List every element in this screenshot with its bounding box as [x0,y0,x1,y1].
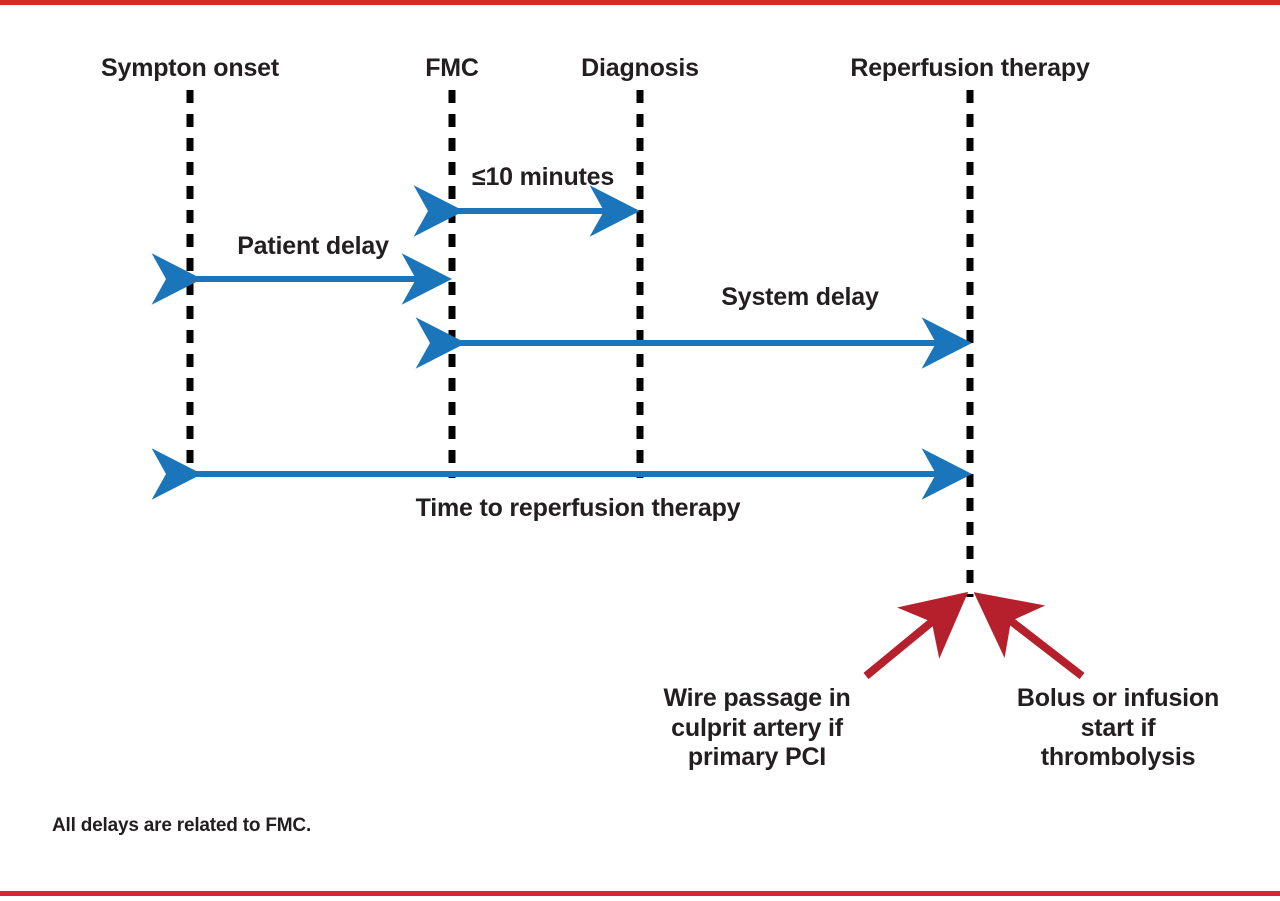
callout-line: start if [1080,713,1156,742]
milestone-label-diagnosis: Diagnosis [581,54,699,82]
top-accent-rule [0,0,1280,5]
bottom-accent-rule [0,891,1280,896]
callout-arrows-group [863,591,1085,680]
callout-line: thrombolysis [1040,743,1196,771]
interval-label-ten-minutes: ≤10 minutes [471,163,615,191]
callout-line: Bolus or infusion [1016,684,1220,712]
footnote-text: All delays are related to FMC. [52,815,312,836]
callout-line: Wire passage in [663,684,851,712]
callout-line: culprit artery if [671,713,843,742]
callout-arrow-wire-passage [863,591,969,680]
callout-arrow-bolus-infusion [973,592,1085,680]
milestone-label-fmc: FMC [425,54,479,82]
interval-label-time-to-reperfusion-therapy: Time to reperfusion therapy [415,494,741,522]
milestone-label-reperfusion-therapy: Reperfusion therapy [850,54,1090,82]
interval-label-system-delay: System delay [721,283,879,311]
callout-line: primary PCI [687,743,827,771]
milestone-label-symptom-onset: Sympton onset [101,54,279,82]
interval-arrows-group [151,185,973,500]
interval-label-patient-delay: Patient delay [237,232,389,260]
